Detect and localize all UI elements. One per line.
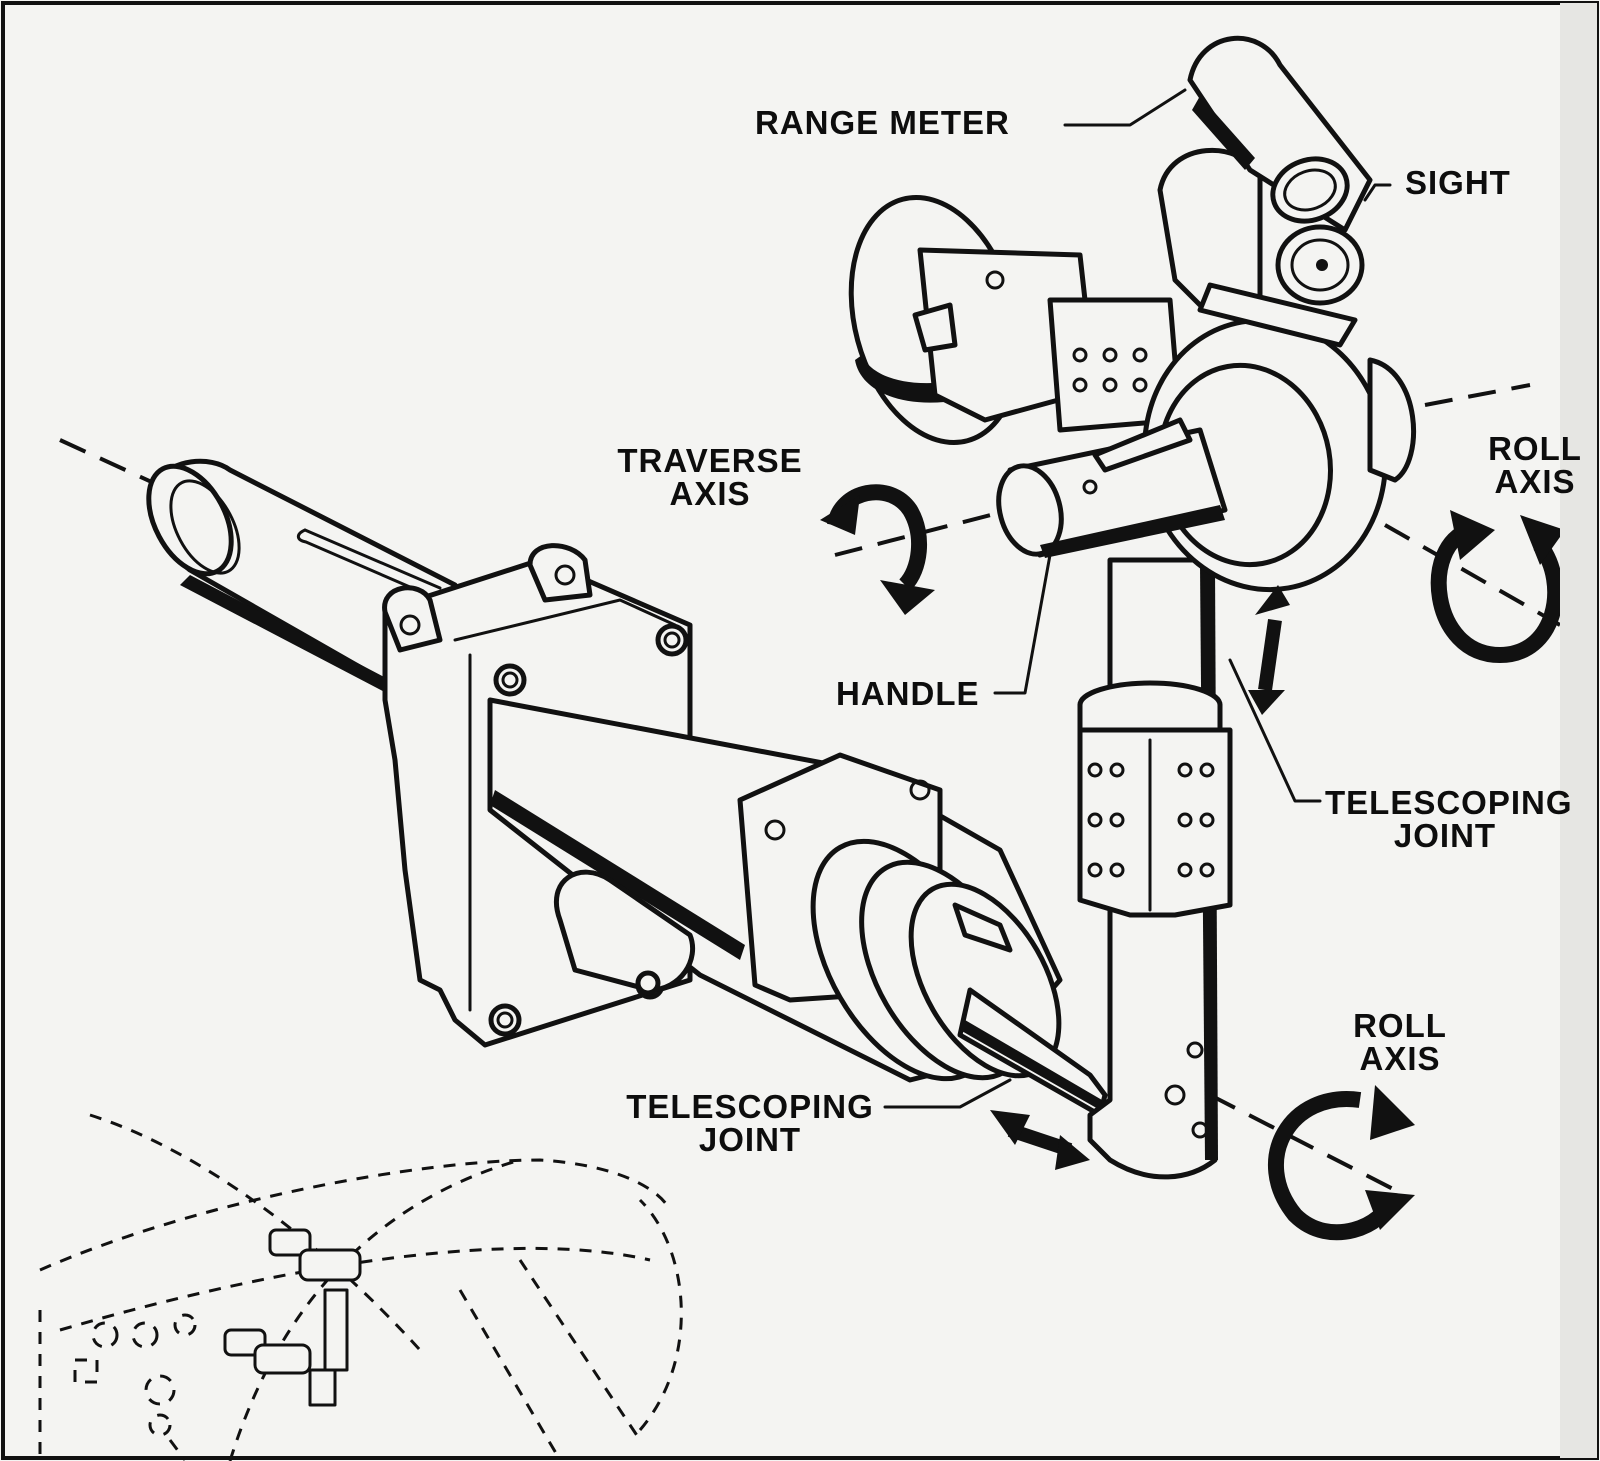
page-edge-shade <box>1560 3 1597 1458</box>
leader-range-meter <box>1063 88 1187 127</box>
label-sight: SIGHT <box>1405 166 1511 199</box>
extension-tube <box>146 458 458 700</box>
label-range-meter-text: RANGE METER <box>755 104 1010 141</box>
label-roll-axis-bottom: ROLL AXIS <box>1340 1009 1460 1075</box>
label-traverse-axis-line2: AXIS <box>669 475 751 512</box>
label-traverse-axis: TRAVERSE AXIS <box>605 444 815 510</box>
leader-handle <box>993 553 1052 695</box>
label-roll-axis-top: ROLL AXIS <box>1480 432 1590 498</box>
main-housing <box>382 543 1108 1118</box>
leader-telescoping-right <box>1228 658 1322 803</box>
label-range-meter: RANGE METER <box>755 106 1010 139</box>
double-arrow-icon <box>990 1110 1090 1170</box>
label-sight-text: SIGHT <box>1405 164 1511 201</box>
label-roll-axis-top-line1: ROLL <box>1488 430 1582 467</box>
cockpit-inset <box>38 1113 683 1461</box>
label-telescoping-joint-left-line2: JOINT <box>698 1121 802 1158</box>
label-telescoping-joint-right: TELESCOPING JOINT <box>1325 784 1573 854</box>
roll-axis-line-top-upper <box>1424 383 1531 407</box>
leader-telescoping-left <box>883 1078 1012 1109</box>
roll-axis-line-bottom <box>1209 1093 1396 1192</box>
leader-sight <box>1363 183 1392 202</box>
roll-axis-line-top-lower <box>1384 523 1561 627</box>
label-telescoping-joint-left: TELESCOPING JOINT <box>615 1090 885 1156</box>
label-handle: HANDLE <box>836 677 980 710</box>
label-traverse-axis-line1: TRAVERSE <box>617 442 803 479</box>
label-roll-axis-bottom-line1: ROLL <box>1353 1007 1447 1044</box>
sight-assembly <box>848 35 1416 593</box>
vertical-column <box>1077 557 1233 1180</box>
label-telescoping-joint-right-line2: JOINT <box>1393 817 1497 854</box>
label-telescoping-joint-right-line1: TELESCOPING <box>1325 784 1573 821</box>
double-arrow-icon <box>1248 585 1290 715</box>
label-telescoping-joint-left-line1: TELESCOPING <box>626 1088 874 1125</box>
label-handle-text: HANDLE <box>836 675 980 712</box>
curved-arrow-icon <box>1268 1085 1415 1241</box>
curved-arrow-icon <box>1430 510 1565 664</box>
curved-arrow-icon <box>820 484 935 615</box>
label-roll-axis-top-line2: AXIS <box>1494 463 1576 500</box>
label-roll-axis-bottom-line2: AXIS <box>1359 1040 1441 1077</box>
